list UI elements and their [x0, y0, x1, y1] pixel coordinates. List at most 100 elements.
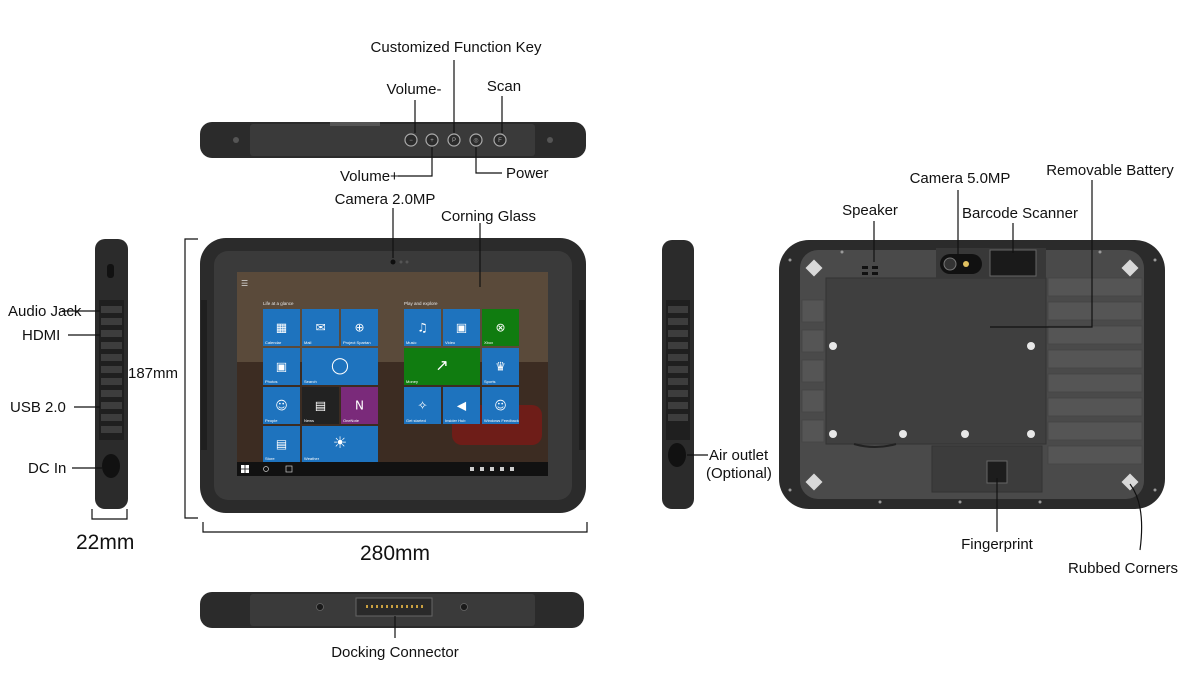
label-speaker: Speaker [842, 202, 898, 219]
photos-icon: ▣ [276, 360, 287, 374]
label-corning-glass: Corning Glass [441, 208, 536, 225]
start-tile: ▦ Calendar [263, 309, 300, 346]
tile-label: OneNote [343, 418, 360, 423]
left-side-view [95, 239, 128, 509]
right-side-view [662, 240, 694, 509]
taskbar [237, 462, 548, 476]
tile-label: Get started [406, 418, 426, 423]
label-fingerprint: Fingerprint [961, 536, 1034, 553]
label-scan: Scan [487, 78, 521, 95]
function-key-button [447, 133, 461, 147]
label-power: Power [506, 165, 549, 182]
barcode-scanner-window [989, 249, 1037, 277]
battery-cover [825, 277, 1047, 445]
label-volume-minus: Volume- [386, 81, 441, 98]
cortana-icon: ◯ [331, 356, 349, 375]
start-tile: ▤News [302, 387, 339, 424]
start-tile: ✧ Get started [404, 387, 441, 424]
feedback-icon: ☺ [494, 399, 507, 413]
label-hdmi: HDMI [22, 327, 60, 344]
bottom-edge-view [200, 592, 584, 628]
start-tile: ♫Music [404, 309, 441, 346]
start-tile: ◯Search [302, 348, 378, 385]
tile-label: People [265, 418, 278, 423]
svg-text:P: P [452, 138, 456, 144]
speaker-grille [862, 266, 878, 275]
label-width-dim: 280mm [360, 542, 430, 565]
docking-connector-port [355, 597, 433, 617]
task-view-icon [285, 465, 293, 473]
headphones-icon: ♫ [417, 321, 428, 335]
top-edge-buttons [404, 133, 507, 147]
start-tile: ▣ Photos [263, 348, 300, 385]
taskbar-search-icon [263, 466, 269, 472]
start-tile: ☺ People [263, 387, 300, 424]
label-height-dim: 187mm [128, 365, 178, 382]
start-tile: ⊕ Project Spartan [341, 309, 378, 346]
label-audio-jack: Audio Jack [8, 303, 82, 320]
svg-text:−: − [409, 138, 413, 144]
label-removable-battery: Removable Battery [1046, 162, 1174, 179]
air-outlet-vent [668, 443, 686, 467]
tile-label: Windows Feedback [484, 418, 519, 423]
label-air-outlet-optional: (Optional) [706, 465, 772, 482]
screen-right-group-header: Play and explore [404, 301, 438, 306]
volume-minus-button [404, 133, 418, 147]
tile-label: News [304, 418, 314, 423]
start-tile: ♛Sports [482, 348, 519, 385]
xbox-icon: ⊗ [495, 321, 505, 335]
scan-button [493, 133, 507, 147]
start-tile: ▤Store [263, 426, 300, 462]
power-button [469, 133, 483, 147]
globe-icon: ⊕ [354, 321, 364, 335]
front-view: Life at a glance Play and explore ☰ ▦ Cal… [200, 238, 586, 513]
start-tile: ⊗Xbox [482, 309, 519, 346]
back-view [779, 240, 1165, 509]
tile-label: Calendar [265, 340, 282, 345]
label-docking-connector: Docking Connector [331, 644, 459, 661]
start-tile: ☺ Windows Feedback [482, 387, 519, 424]
start-tile: ◀ Insider Hub [443, 387, 480, 424]
news-icon: ▤ [315, 399, 326, 413]
audio-jack-port [107, 264, 114, 278]
svg-text:◎: ◎ [473, 138, 478, 144]
rubber-corners [805, 259, 1139, 491]
people-icon: ☺ [275, 399, 288, 413]
dc-in-port [102, 454, 120, 478]
start-tile: N OneNote [341, 387, 378, 424]
start-tile: ↗Money [404, 348, 480, 385]
store-icon: ▤ [276, 437, 287, 451]
label-barcode-scanner: Barcode Scanner [962, 205, 1078, 222]
megaphone-icon: ◀ [457, 399, 467, 413]
label-camera-front: Camera 2.0MP [335, 191, 436, 208]
label-camera-rear: Camera 5.0MP [910, 170, 1011, 187]
tile-label: Weather [304, 456, 320, 461]
tile-label: Project Spartan [343, 340, 371, 345]
onenote-icon: N [355, 399, 364, 413]
mail-icon: ✉ [315, 321, 325, 335]
screen-left-group-header: Life at a glance [263, 301, 294, 306]
tile-label: Xbox [484, 340, 493, 345]
tile-label: Video [445, 340, 456, 345]
label-thickness-dim: 22mm [76, 531, 134, 554]
label-volume-plus: Volume+ [340, 168, 399, 185]
sun-icon: ☀ [333, 433, 347, 452]
tile-label: Store [265, 456, 275, 461]
start-tile: ☀ Weather [302, 426, 378, 462]
trophy-icon: ♛ [495, 360, 506, 374]
svg-text:F: F [498, 138, 502, 144]
calendar-icon: ▦ [276, 321, 287, 335]
tile-label: Music [406, 340, 416, 345]
svg-text:+: + [430, 138, 434, 144]
start-tile: ▣Video [443, 309, 480, 346]
tile-label: Photos [265, 379, 277, 384]
tile-label: Insider Hub [445, 418, 466, 423]
front-camera [390, 259, 396, 265]
label-dc-in: DC In [28, 460, 66, 477]
hamburger-icon: ☰ [241, 279, 248, 288]
label-air-outlet: Air outlet [709, 447, 769, 464]
money-icon: ↗ [435, 356, 448, 375]
label-rubbed-corners: Rubbed Corners [1068, 560, 1178, 577]
bulb-icon: ✧ [417, 399, 427, 413]
label-customized-function-key: Customized Function Key [371, 39, 542, 56]
